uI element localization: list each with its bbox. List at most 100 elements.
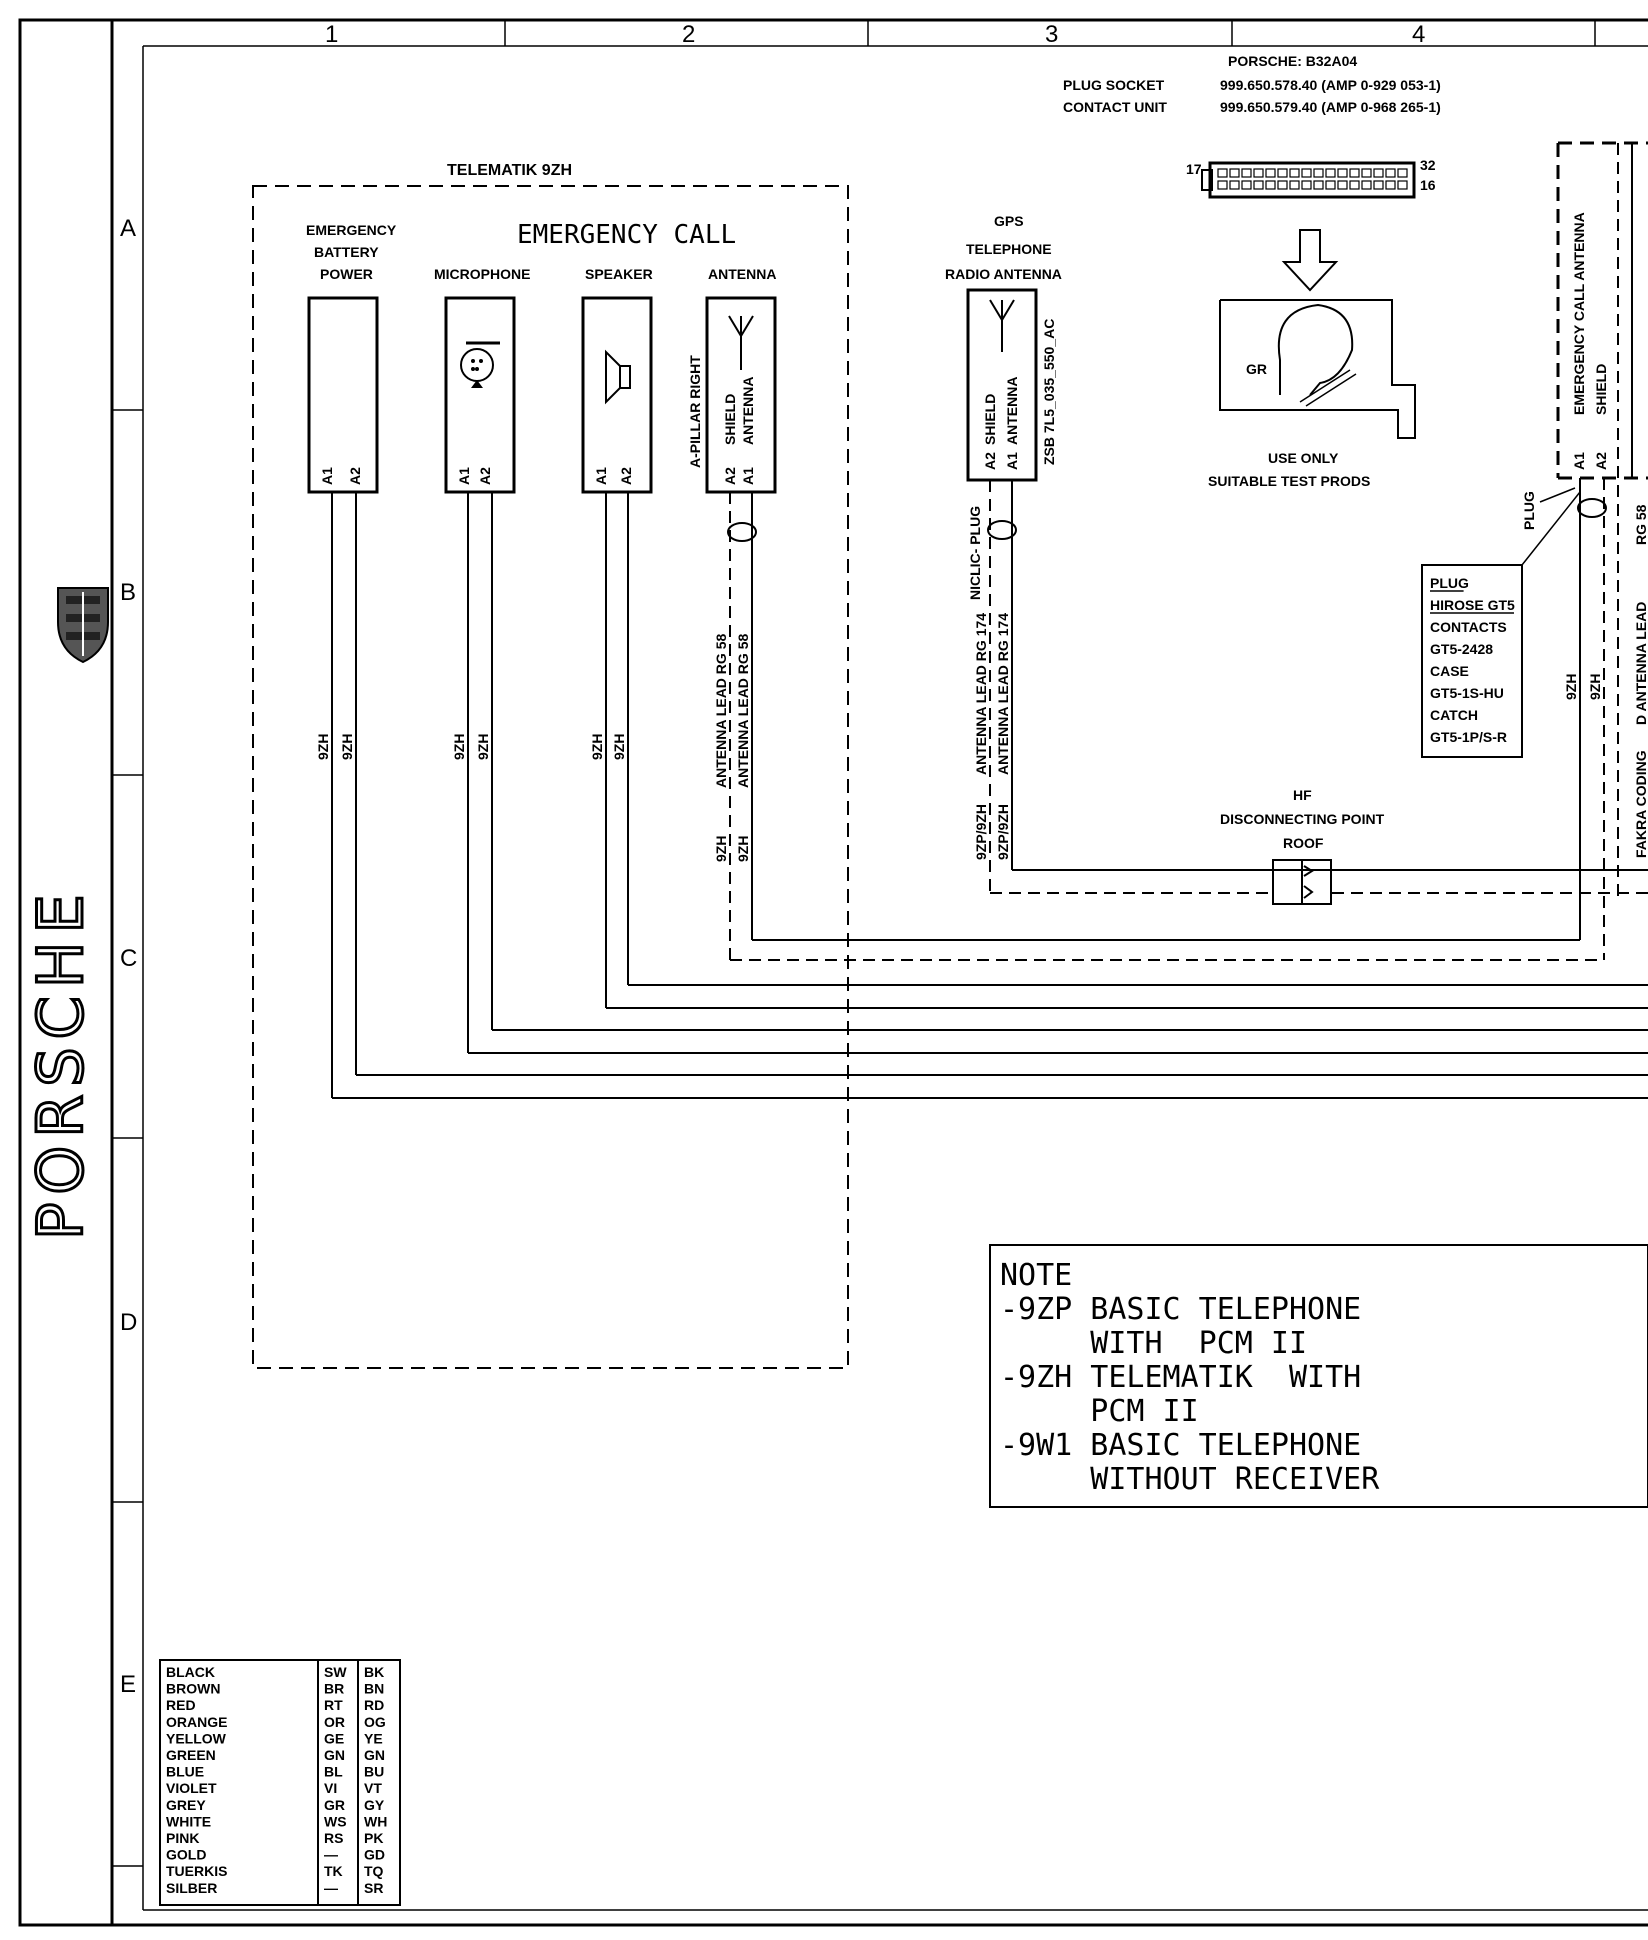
battery-box — [307, 296, 379, 494]
row-label-d: D — [120, 1309, 137, 1336]
wire-label-battery-a2: 9ZH — [339, 734, 355, 760]
fakra-coding-label: FAKRA CODING — [1633, 750, 1648, 858]
color-code-de: WS — [324, 1813, 347, 1829]
battery-pin-a1: A1 — [319, 467, 335, 485]
gps-pin-a2: A2 — [982, 452, 998, 470]
right-wire-9zh-2: 9ZH — [1587, 674, 1603, 700]
porsche-logotype: PORSCHE — [24, 886, 97, 1240]
plug-spec-line: CONTACTS — [1430, 619, 1507, 635]
connector-pin — [1217, 180, 1228, 190]
connector-pin-grid — [1217, 168, 1408, 190]
color-code-en: WH — [364, 1813, 387, 1829]
row-label-e: E — [120, 1671, 136, 1698]
connector-pin — [1301, 168, 1312, 178]
emergency-call-title: EMERGENCY CALL — [517, 220, 736, 250]
right-shield-label: SHIELD — [1593, 364, 1609, 415]
connector-pin — [1337, 168, 1348, 178]
antenna-label: ANTENNA — [708, 266, 776, 282]
use-only-2: SUITABLE TEST PRODS — [1208, 473, 1370, 489]
speaker-pin-a2: A2 — [618, 467, 634, 485]
color-code-name: BLACK — [166, 1664, 215, 1680]
right-pin-a2: A2 — [1593, 452, 1609, 470]
gps-lead-rg174-2: ANTENNA LEAD RG 174 — [995, 613, 1011, 775]
color-code-name: BLUE — [166, 1764, 204, 1780]
down-arrow-icon — [1281, 229, 1339, 292]
connector-pin — [1325, 168, 1336, 178]
note-box — [989, 1244, 1648, 1508]
porsche-crest-icon — [57, 587, 109, 664]
connector-pin — [1373, 180, 1384, 190]
color-code-name: GREEN — [166, 1747, 216, 1763]
color-code-en: TQ — [364, 1863, 384, 1879]
pin-left-number: 17 — [1186, 161, 1202, 177]
color-code-de: GR — [324, 1797, 345, 1813]
color-code-en: PK — [364, 1830, 383, 1846]
color-code-name: PINK — [166, 1830, 199, 1846]
outer-frame — [18, 18, 1648, 1927]
ant-pin-a1: A1 — [740, 467, 756, 485]
color-code-en: SR — [364, 1880, 383, 1896]
test-prod-connector-icon — [1219, 299, 1416, 439]
contact-unit-label: CONTACT UNIT — [1063, 99, 1167, 115]
connector-pin — [1217, 168, 1228, 178]
microphone-icon — [460, 341, 500, 388]
gps-label-2: TELEPHONE — [966, 241, 1052, 257]
color-code-de: VI — [324, 1780, 337, 1796]
gps-antenna-lbl: ANTENNA — [1004, 377, 1020, 445]
speaker-pin-a1: A1 — [593, 467, 609, 485]
note-lines: NOTE-9ZP BASIC TELEPHONE WITH PCM II-9ZH… — [1000, 1258, 1380, 1497]
wire-label-mic-a2: 9ZH — [475, 734, 491, 760]
right-rg58-label: RG 58 — [1633, 504, 1648, 545]
antenna-icon — [728, 315, 754, 370]
color-code-name: GOLD — [166, 1847, 206, 1863]
pin-right-top: 32 — [1420, 157, 1436, 173]
connector-pin — [1349, 168, 1360, 178]
plug-spec-line: PLUG — [1430, 575, 1469, 591]
mic-pin-a2: A2 — [477, 467, 493, 485]
connector-pin — [1313, 180, 1324, 190]
emergency-call-antenna-label: EMERGENCY CALL ANTENNA — [1571, 212, 1587, 415]
color-code-en: RD — [364, 1697, 384, 1713]
connector-pin — [1361, 168, 1372, 178]
ant-shield-label: SHIELD — [722, 394, 738, 445]
note-line: PCM II — [1000, 1394, 1199, 1429]
color-code-de: BL — [324, 1764, 343, 1780]
mic-pin-a1: A1 — [456, 467, 472, 485]
plug-socket-value: 999.650.578.40 (AMP 0-929 053-1) — [1220, 77, 1441, 93]
antenna-lead-rg58-2: ANTENNA LEAD RG 58 — [735, 634, 751, 788]
connector-pin — [1361, 180, 1372, 190]
color-code-en: VT — [364, 1780, 382, 1796]
speaker-box — [581, 296, 653, 494]
color-code-de: GN — [324, 1747, 345, 1763]
row-label-a: A — [120, 215, 136, 242]
hf-label-1: HF — [1293, 787, 1312, 803]
gps-label-3: RADIO ANTENNA — [945, 266, 1062, 282]
color-code-de: — — [324, 1880, 338, 1896]
connector-pin — [1241, 180, 1252, 190]
color-code-de: GE — [324, 1730, 344, 1746]
antenna-wire-9zh-2: 9ZH — [735, 836, 751, 862]
antenna-box — [705, 296, 777, 494]
hf-label-3: ROOF — [1283, 835, 1324, 851]
connector-pin — [1325, 180, 1336, 190]
connector-pin — [1241, 168, 1252, 178]
gps-shield-label: SHIELD — [982, 394, 998, 445]
hf-label-2: DISCONNECTING POINT — [1220, 811, 1385, 827]
connector-pin — [1277, 168, 1288, 178]
gps-wire-9zp-1: 9ZP/9ZH — [973, 804, 989, 860]
right-wire-9zh-1: 9ZH — [1563, 674, 1579, 700]
wire-label-speaker-a2: 9ZH — [611, 734, 627, 760]
color-code-de: OR — [324, 1714, 345, 1730]
connector-pin — [1229, 180, 1240, 190]
niclic-plug-label: NICLIC- PLUG — [967, 506, 983, 600]
right-plug-label: PLUG — [1521, 491, 1537, 530]
plug-socket-connector-icon — [1201, 161, 1416, 199]
row-label-b: B — [120, 579, 136, 606]
a-pillar-label: A-PILLAR RIGHT — [687, 355, 703, 468]
right-antenna-lead-label: D ANTENNA LEAD — [1633, 602, 1648, 725]
battery-label-3: POWER — [320, 266, 373, 282]
connector-pin — [1301, 180, 1312, 190]
